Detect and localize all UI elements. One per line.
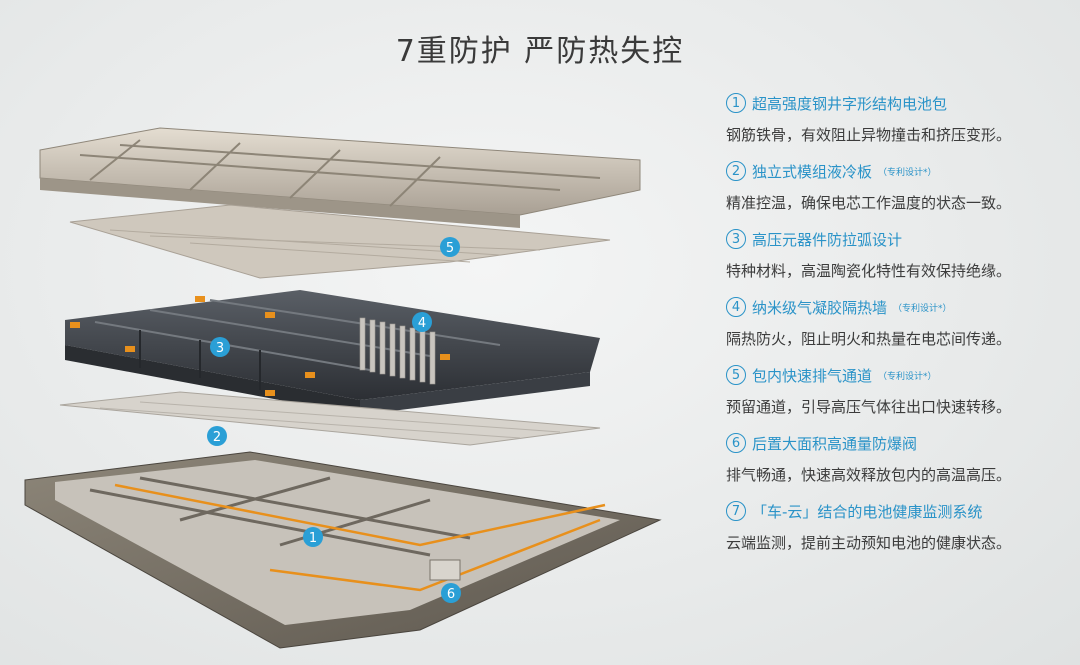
patent-note: （专利设计*）	[893, 303, 952, 314]
feature-desc: 特种材料，高温陶瓷化特性有效保持绝缘。	[726, 262, 1012, 280]
callout-1: 1	[303, 527, 323, 547]
feature-desc: 钢筋铁骨，有效阻止异物撞击和挤压变形。	[726, 126, 1012, 144]
feature-title: 超高强度钢井字形结构电池包	[752, 94, 948, 113]
feature-desc: 排气畅通，快速高效释放包内的高温高压。	[726, 466, 1012, 484]
feature-list: 1 超高强度钢井字形结构电池包 钢筋铁骨，有效阻止异物撞击和挤压变形。 2 独立…	[726, 90, 1066, 566]
feature-item-6: 6 后置大面积高通量防爆阀 排气畅通，快速高效释放包内的高温高压。	[726, 430, 1066, 498]
callout-4: 4	[412, 312, 432, 332]
svg-text:2: 2	[213, 430, 221, 445]
callout-3: 3	[210, 337, 230, 357]
feature-desc: 隔热防火，阻止明火和热量在电芯间传递。	[726, 330, 1012, 348]
feature-item-4: 4 纳米级气凝胶隔热墙 （专利设计*） 隔热防火，阻止明火和热量在电芯间传递。	[726, 294, 1066, 362]
patent-note: （专利设计*）	[878, 167, 937, 178]
battery-modules	[65, 290, 600, 415]
feature-number: 1	[726, 93, 746, 113]
feature-item-1: 1 超高强度钢井字形结构电池包 钢筋铁骨，有效阻止异物撞击和挤压变形。	[726, 90, 1066, 158]
svg-text:6: 6	[447, 587, 455, 602]
battery-pack-illustration: 5 4 3 2 1 6	[24, 127, 662, 649]
callout-5: 5	[440, 237, 460, 257]
feature-title: 独立式模组液冷板	[752, 162, 873, 181]
feature-number: 5	[726, 365, 746, 385]
feature-item-2: 2 独立式模组液冷板 （专利设计*） 精准控温，确保电芯工作温度的状态一致。	[726, 158, 1066, 226]
feature-number: 4	[726, 297, 746, 317]
feature-desc: 云端监测，提前主动预知电池的健康状态。	[726, 534, 1012, 552]
callout-2: 2	[207, 426, 227, 446]
svg-text:4: 4	[418, 316, 426, 331]
exhaust-channel-plate	[69, 204, 611, 279]
feature-desc: 预留通道，引导高压气体往出口快速转移。	[726, 398, 1012, 416]
feature-number: 2	[726, 161, 746, 181]
feature-item-3: 3 高压元器件防拉弧设计 特种材料，高温陶瓷化特性有效保持绝缘。	[726, 226, 1066, 294]
feature-number: 7	[726, 501, 746, 521]
feature-number: 6	[726, 433, 746, 453]
svg-text:3: 3	[216, 341, 224, 356]
page-title: 7重防护 严防热失控	[395, 34, 685, 69]
callout-6: 6	[441, 583, 461, 603]
feature-title: 纳米级气凝胶隔热墙	[752, 298, 888, 317]
feature-title: 「车-云」结合的电池健康监测系统	[752, 502, 983, 521]
feature-title: 高压元器件防拉弧设计	[752, 230, 903, 249]
feature-number: 3	[726, 229, 746, 249]
steel-tray	[24, 451, 662, 649]
svg-text:5: 5	[446, 241, 454, 256]
feature-desc: 精准控温，确保电芯工作温度的状态一致。	[726, 194, 1012, 212]
feature-title: 后置大面积高通量防爆阀	[752, 434, 918, 453]
patent-note: （专利设计*）	[878, 371, 937, 382]
liquid-cooling-plate	[59, 391, 601, 446]
feature-item-7: 7 「车-云」结合的电池健康监测系统 云端监测，提前主动预知电池的健康状态。	[726, 498, 1066, 566]
feature-item-5: 5 包内快速排气通道 （专利设计*） 预留通道，引导高压气体往出口快速转移。	[726, 362, 1066, 430]
svg-text:1: 1	[309, 531, 317, 546]
top-cover	[39, 127, 641, 228]
feature-title: 包内快速排气通道	[752, 366, 873, 385]
